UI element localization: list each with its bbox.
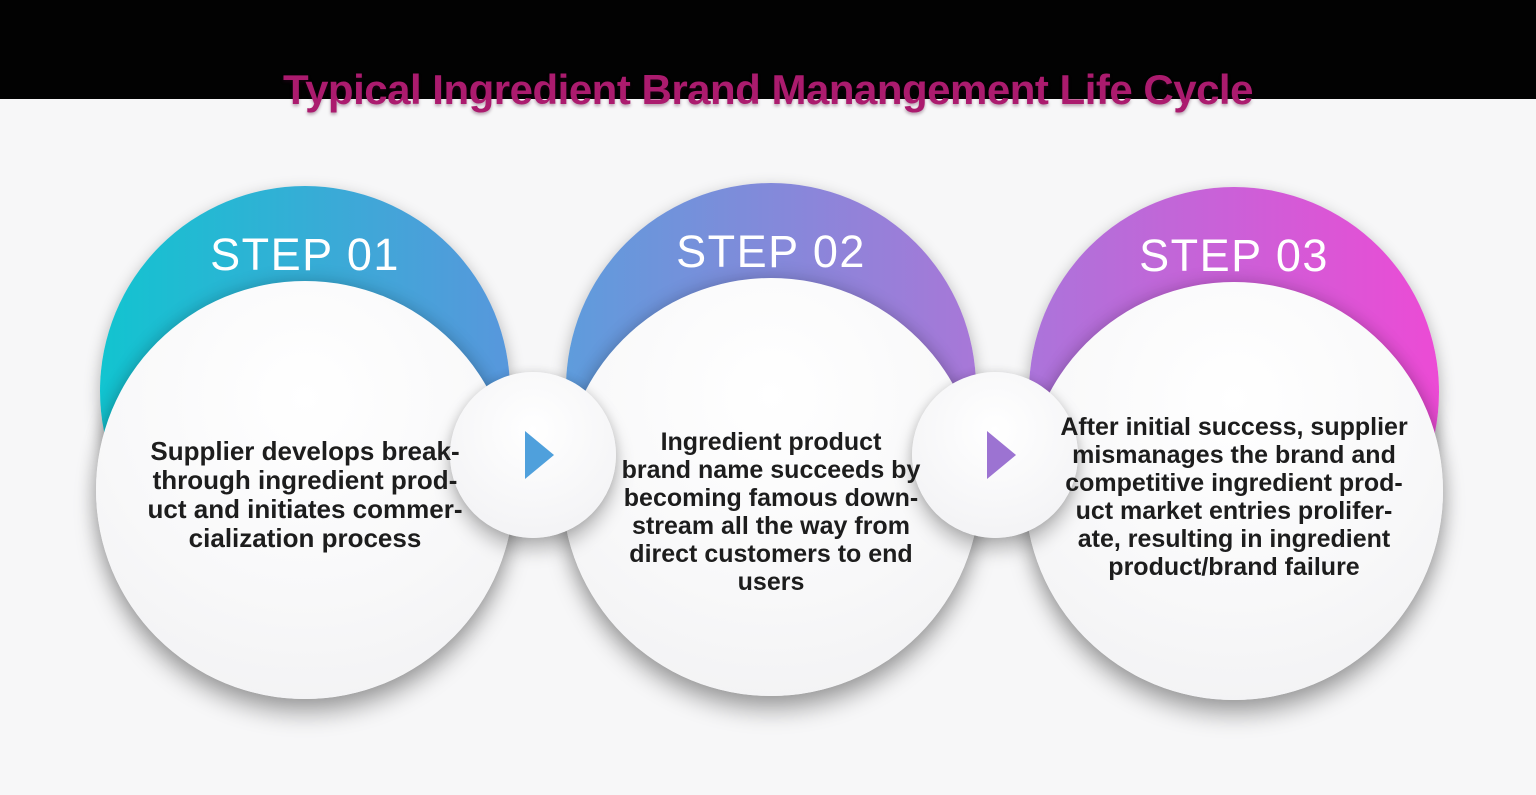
step-1-description: Supplier develops break- through ingredi… (147, 436, 463, 553)
page-title: Typical Ingredient Brand Manangement Lif… (283, 66, 1253, 113)
play-arrow-icon (525, 431, 554, 479)
step-1-label: STEP 01 (210, 229, 400, 280)
step-2-circle (562, 278, 980, 696)
step-2-label: STEP 02 (676, 226, 866, 277)
step-2-description: Ingredient product brand name succeeds b… (621, 428, 921, 596)
header-bar (0, 0, 1536, 99)
step-3-label: STEP 03 (1139, 230, 1329, 281)
step-3-description: After initial success, supplier mismanag… (1060, 413, 1408, 581)
step-3-circle (1025, 282, 1443, 700)
step-1-circle (96, 281, 514, 699)
play-arrow-icon (987, 431, 1016, 479)
